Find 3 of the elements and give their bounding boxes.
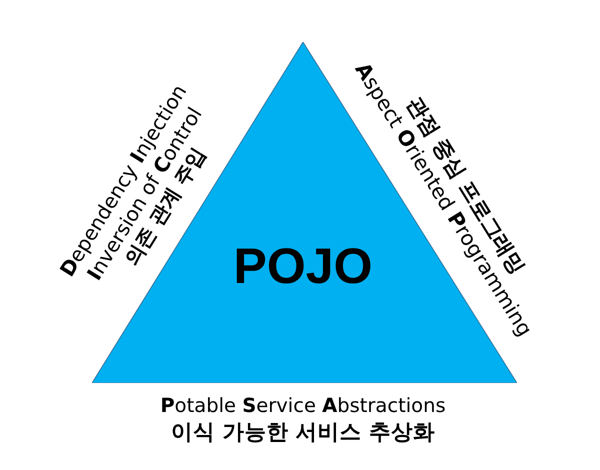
node-title: POJO [234,237,372,295]
bottom-label: 이식 가능한 서비스 추상화 [170,420,436,446]
bottom-label: Potable Service Abstractions [160,393,446,419]
